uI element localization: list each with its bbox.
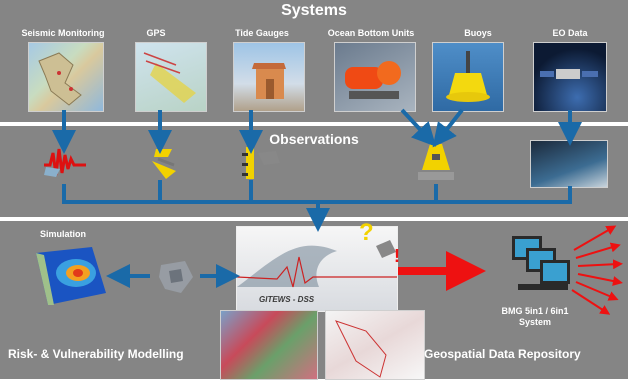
systems-title: Systems xyxy=(281,2,347,19)
eo-satellite-icon xyxy=(533,42,607,112)
ocean-bottom-unit-icon xyxy=(334,42,416,112)
question-mark-icon: ? xyxy=(359,219,374,246)
risk-modelling-caption: Risk- & Vulnerability Modelling xyxy=(8,347,184,361)
system-label-ocean-bottom-units: Ocean Bottom Units xyxy=(327,28,415,38)
gps-map-icon xyxy=(135,42,207,112)
geospatial-repository-caption: Geospatial Data Repository xyxy=(424,347,581,361)
repository-map-image xyxy=(325,310,425,380)
risk-map-image xyxy=(220,310,318,380)
system-label-seismic: Seismic Monitoring xyxy=(21,28,105,38)
dss-logo-text: GITEWS - DSS xyxy=(259,295,315,304)
dss-screen: GITEWS - DSS xyxy=(236,226,398,312)
tide-gauge-station-icon xyxy=(242,147,280,179)
system-label-gps: GPS xyxy=(146,28,166,38)
systems-band xyxy=(0,0,628,122)
buoy-icon xyxy=(432,42,504,112)
simulation-map-icon xyxy=(36,247,106,305)
observations-title: Observations xyxy=(269,131,359,147)
bmg-system-label: BMG 5in1 / 6in1 System xyxy=(501,306,569,327)
tide-gauge-hut-icon xyxy=(233,42,305,112)
svg-text:?: ? xyxy=(359,219,374,246)
computer-monitors-icon xyxy=(512,236,570,290)
seismic-signal-icon xyxy=(44,148,86,177)
system-label-eo-data: EO Data xyxy=(552,28,588,38)
processing-gear-icon xyxy=(159,261,193,293)
system-label-buoys: Buoys xyxy=(464,28,492,38)
simulation-label: Simulation xyxy=(39,229,86,239)
warning-icon: ! xyxy=(376,240,400,266)
seismic-map-icon xyxy=(28,42,104,112)
system-label-tide-gauges: Tide Gauges xyxy=(235,28,289,38)
buoy-sensor-icon xyxy=(418,144,454,180)
svg-text:!: ! xyxy=(394,246,400,266)
